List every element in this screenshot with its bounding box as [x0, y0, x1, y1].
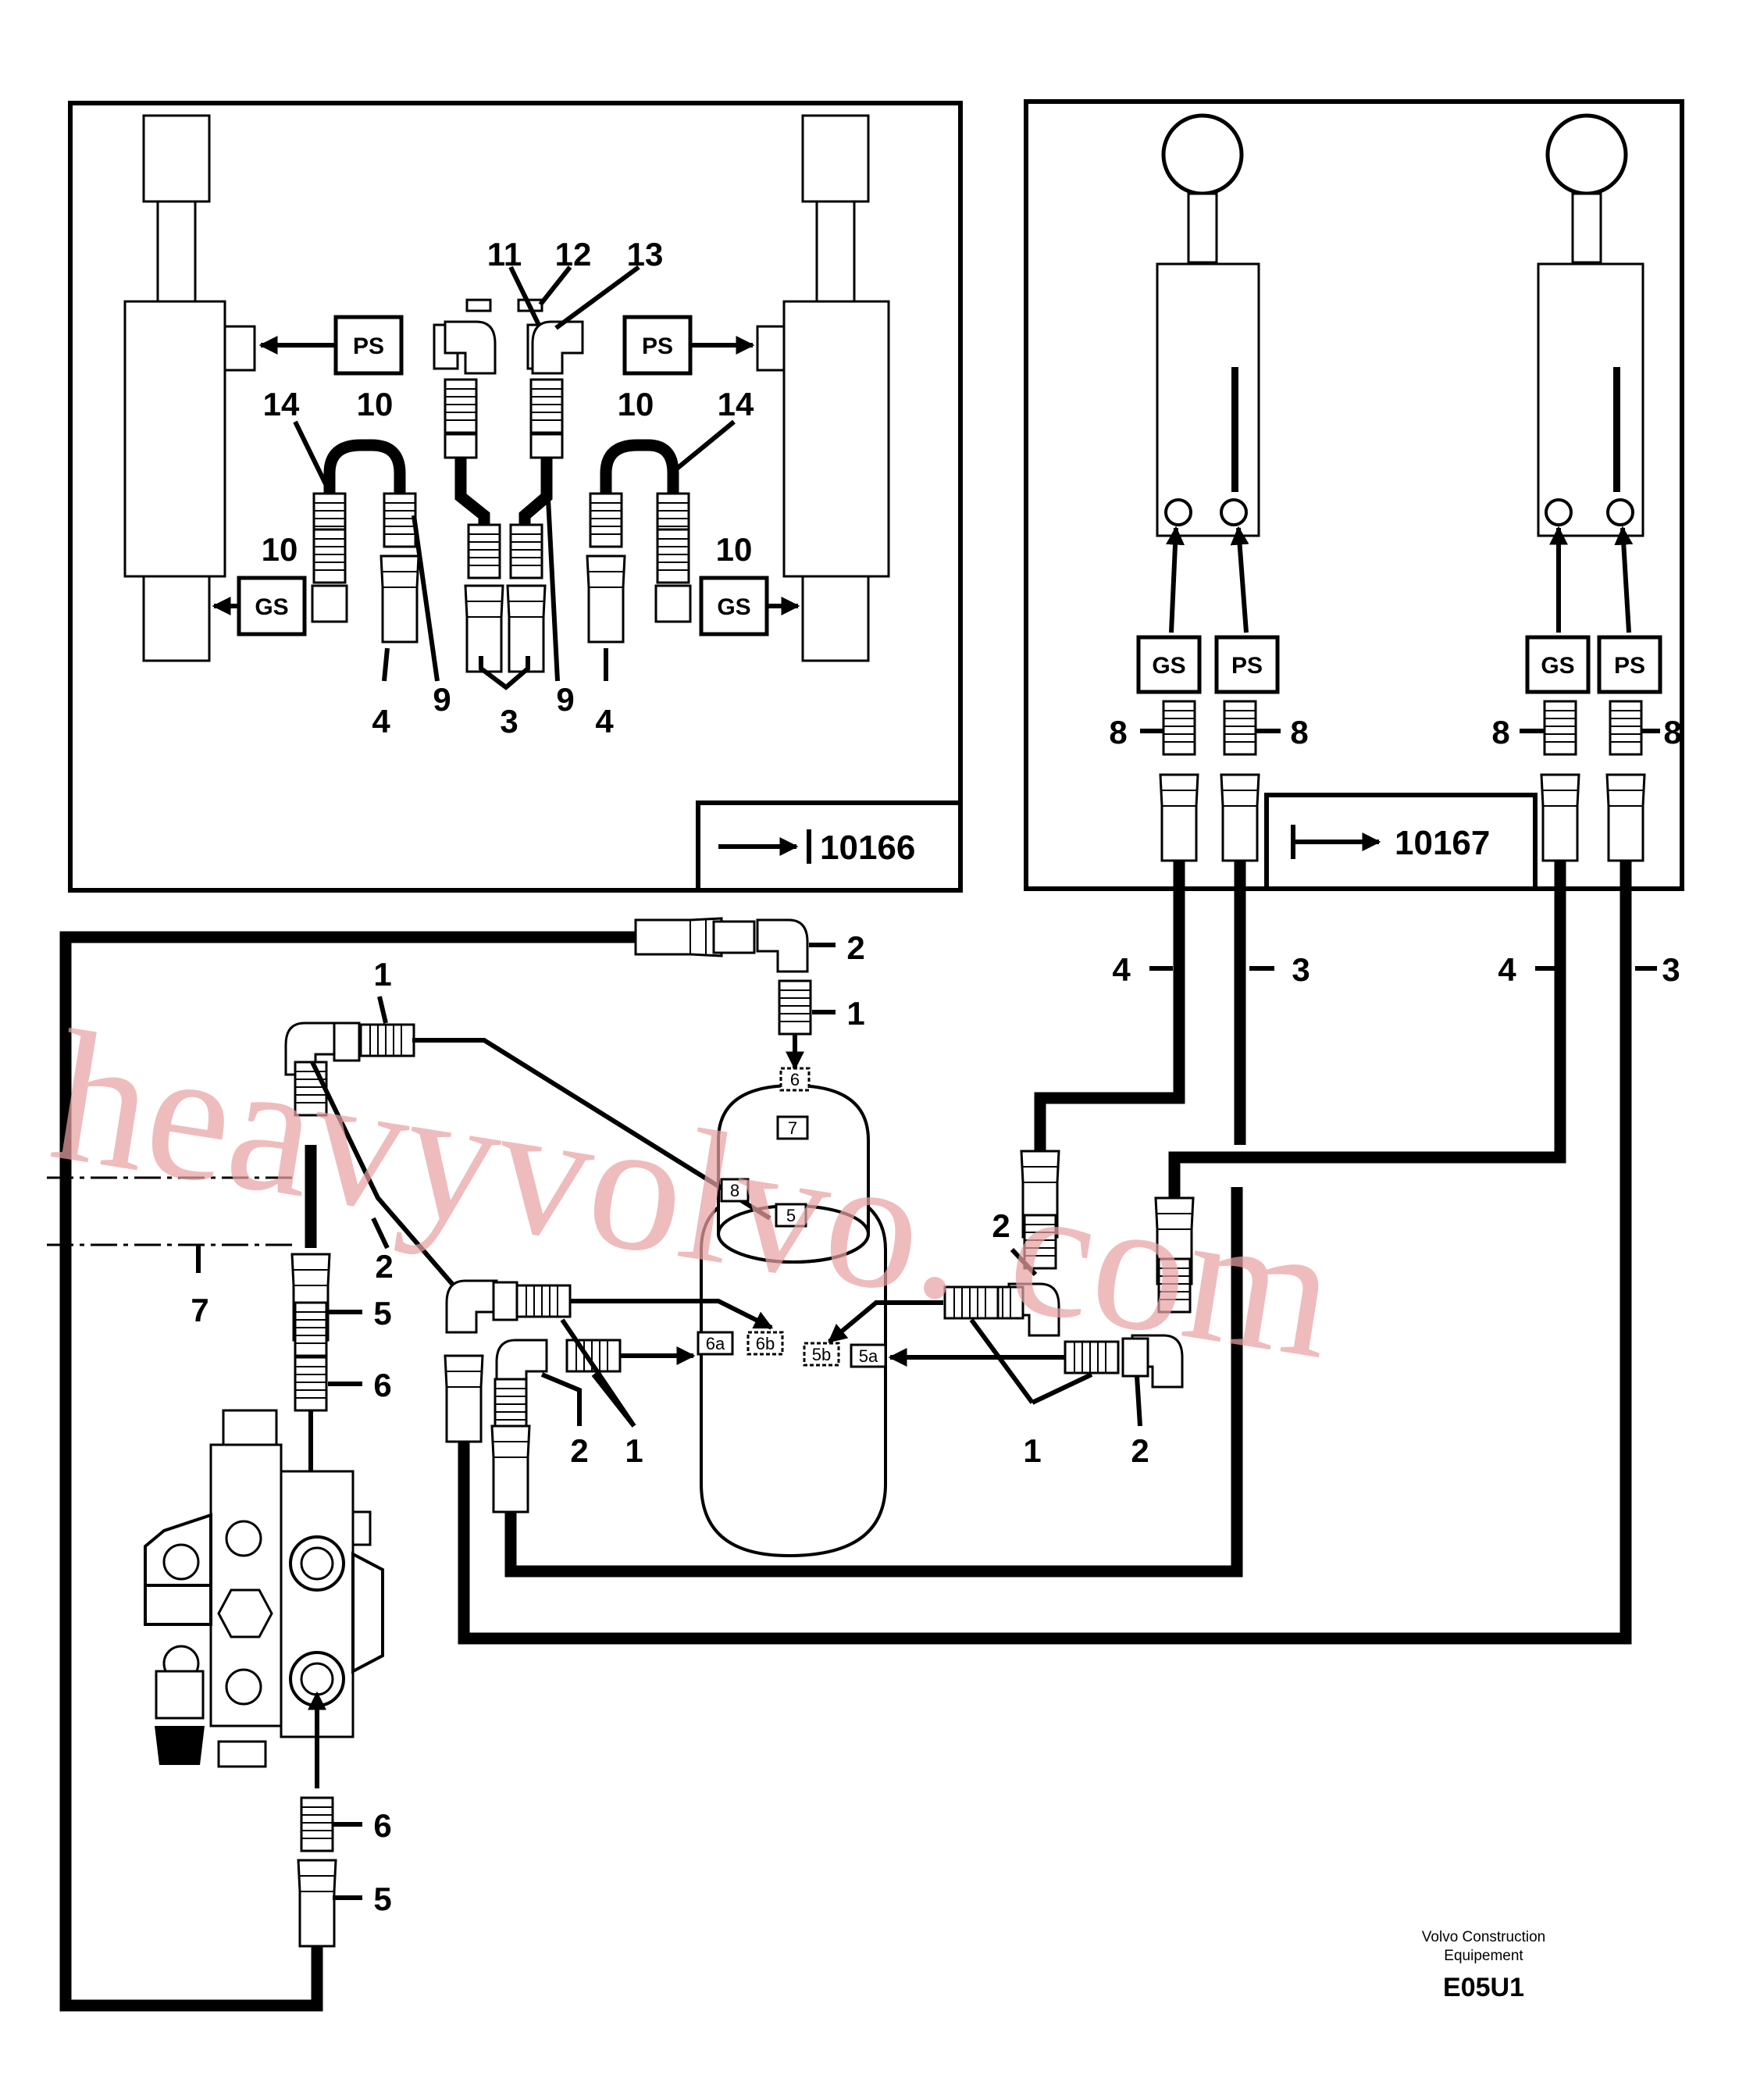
callout-10: 10 [618, 386, 654, 422]
callout-10: 10 [716, 531, 753, 568]
watermark: heavyvolvo. com [41, 991, 1348, 1398]
callout-11: 11 [487, 236, 522, 273]
svg-text:GS: GS [717, 594, 750, 620]
main-diagram: 6 7 8 5 6a 6b 5b 5a 1 2 1 2 7 5 6 2 1 2 … [47, 861, 1680, 2012]
callout-10: 10 [357, 386, 394, 422]
svg-text:5b: 5b [812, 1345, 831, 1364]
inset-left-hose-loops [311, 439, 692, 644]
callout-3: 3 [1292, 951, 1310, 988]
joystick-left [1156, 113, 1260, 537]
joystick-right [1537, 113, 1644, 537]
inset-right-tags: GS PS GS PS [1136, 635, 1662, 694]
callout-2: 2 [992, 1207, 1010, 1244]
inset-left-leaders [293, 265, 736, 690]
inset-left-frame [68, 101, 963, 893]
callout-8: 8 [1290, 714, 1308, 751]
svg-text:GS: GS [255, 594, 288, 620]
inset-left-reference: 10166 [696, 800, 960, 890]
inset-right-reference: 10167 [1264, 793, 1538, 889]
callout-4: 4 [595, 703, 614, 740]
svg-text:PS: PS [353, 333, 384, 359]
callout-7: 7 [191, 1292, 208, 1328]
callout-3: 3 [1662, 951, 1680, 988]
callout-2: 2 [1131, 1432, 1149, 1469]
callout-4: 4 [372, 703, 390, 740]
inset-left-center-fittings [433, 298, 584, 673]
inset-left-ps-right: PS [622, 315, 755, 376]
callout-4: 4 [1112, 951, 1131, 988]
callout-6: 6 [373, 1367, 391, 1403]
inset-left: PS PS GS GS [68, 101, 963, 893]
callout-9: 9 [556, 681, 574, 718]
reference-number: 10166 [820, 829, 915, 867]
tank-top-fittings [634, 917, 812, 1071]
callout-5: 5 [373, 1881, 391, 1917]
callout-6: 6 [373, 1807, 391, 1844]
svg-text:7: 7 [788, 1118, 797, 1138]
callout-14: 14 [263, 386, 300, 422]
inset-left-ps-left: PS [258, 315, 404, 376]
callout-1: 1 [846, 995, 864, 1032]
inset-left-gs-left: GS [212, 576, 307, 636]
callout-14: 14 [718, 386, 754, 422]
right-side-fittings [943, 1150, 1195, 1389]
inset-right-frame [1024, 99, 1684, 891]
callout-12: 12 [555, 236, 592, 273]
callout-2: 2 [570, 1432, 588, 1469]
callout-9: 9 [433, 681, 451, 718]
callout-8: 8 [1491, 714, 1509, 751]
credit-line-2: Equipement [1444, 1948, 1523, 1964]
mid-left-fittings [444, 1279, 622, 1513]
callout-8: 8 [1663, 714, 1681, 751]
svg-text:6b: 6b [756, 1334, 775, 1353]
callout-2: 2 [375, 1248, 393, 1285]
svg-text:PS: PS [642, 333, 673, 359]
callout-2: 2 [846, 929, 864, 966]
callout-3: 3 [500, 703, 518, 740]
inset-right: GS PS GS PS 8 8 8 8 [1024, 99, 1684, 891]
reference-number: 10167 [1395, 824, 1490, 862]
right-cylinder [756, 114, 890, 662]
svg-text:5: 5 [786, 1206, 796, 1225]
svg-text:6: 6 [790, 1070, 800, 1089]
inset-left-gs-right: GS [699, 576, 800, 636]
drawing-code: E05U1 [1443, 1973, 1524, 2002]
return-hose-outer [59, 931, 651, 2012]
svg-text:6a: 6a [706, 1334, 725, 1353]
svg-text:8: 8 [730, 1181, 739, 1200]
callout-1: 1 [625, 1432, 643, 1469]
callout-1: 1 [373, 956, 391, 993]
callout-5: 5 [373, 1295, 391, 1332]
callout-13: 13 [627, 236, 664, 273]
svg-text:GS: GS [1541, 653, 1574, 679]
callout-4: 4 [1498, 951, 1516, 988]
svg-text:GS: GS [1152, 653, 1185, 679]
callout-10: 10 [262, 531, 298, 568]
tank-ports: 6 7 8 5 6a 6b 5b 5a [697, 1067, 887, 1368]
svg-text:5a: 5a [859, 1346, 878, 1366]
left-cylinder [123, 114, 256, 662]
svg-text:PS: PS [1231, 653, 1263, 679]
main-leaders [328, 943, 1657, 1900]
control-valve [144, 1409, 384, 1768]
callout-8: 8 [1109, 714, 1127, 751]
callout-1: 1 [1023, 1432, 1041, 1469]
credit-line-1: Volvo Construction [1422, 1929, 1545, 1945]
svg-text:PS: PS [1614, 653, 1645, 679]
